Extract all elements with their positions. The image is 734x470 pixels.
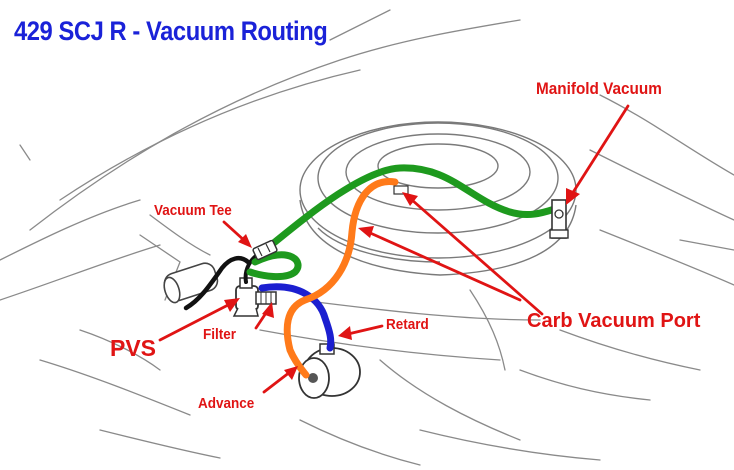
arrow-manifold-vacuum — [566, 104, 630, 205]
arrow-filter — [254, 302, 274, 330]
orange-hose — [283, 178, 399, 379]
label-advance: Advance — [198, 395, 255, 412]
label-carb-vacuum-port: Carb Vacuum Port — [527, 310, 701, 332]
vacuum-tee-icon — [252, 239, 278, 261]
arrow-vacuum-tee — [222, 220, 252, 248]
label-pvs: PVS — [110, 335, 157, 361]
arrow-pvs — [158, 298, 240, 342]
black-hose — [183, 255, 251, 311]
arrow-retard — [338, 324, 384, 340]
filter-icon — [255, 291, 277, 305]
callout-arrows — [158, 104, 630, 394]
air-cleaner-icon — [299, 121, 577, 276]
distributor-vacuum-canister-icon — [298, 343, 361, 399]
carb-port-fitting — [393, 185, 409, 195]
manifold-fitting-icon — [549, 199, 569, 239]
label-vacuum-tee: Vacuum Tee — [154, 202, 232, 219]
green-hose — [261, 164, 562, 254]
green-hose-loop — [246, 251, 302, 281]
arrow-carb-vacuum-port-2 — [358, 226, 522, 302]
label-manifold-vacuum: Manifold Vacuum — [536, 79, 662, 98]
label-filter: Filter — [203, 326, 237, 343]
arrow-advance — [262, 366, 298, 394]
blue-hose — [258, 283, 335, 352]
arrow-carb-vacuum-port — [402, 192, 544, 316]
label-retard: Retard — [386, 316, 429, 333]
diagram-title: 429 SCJ R - Vacuum Routing — [14, 16, 328, 46]
